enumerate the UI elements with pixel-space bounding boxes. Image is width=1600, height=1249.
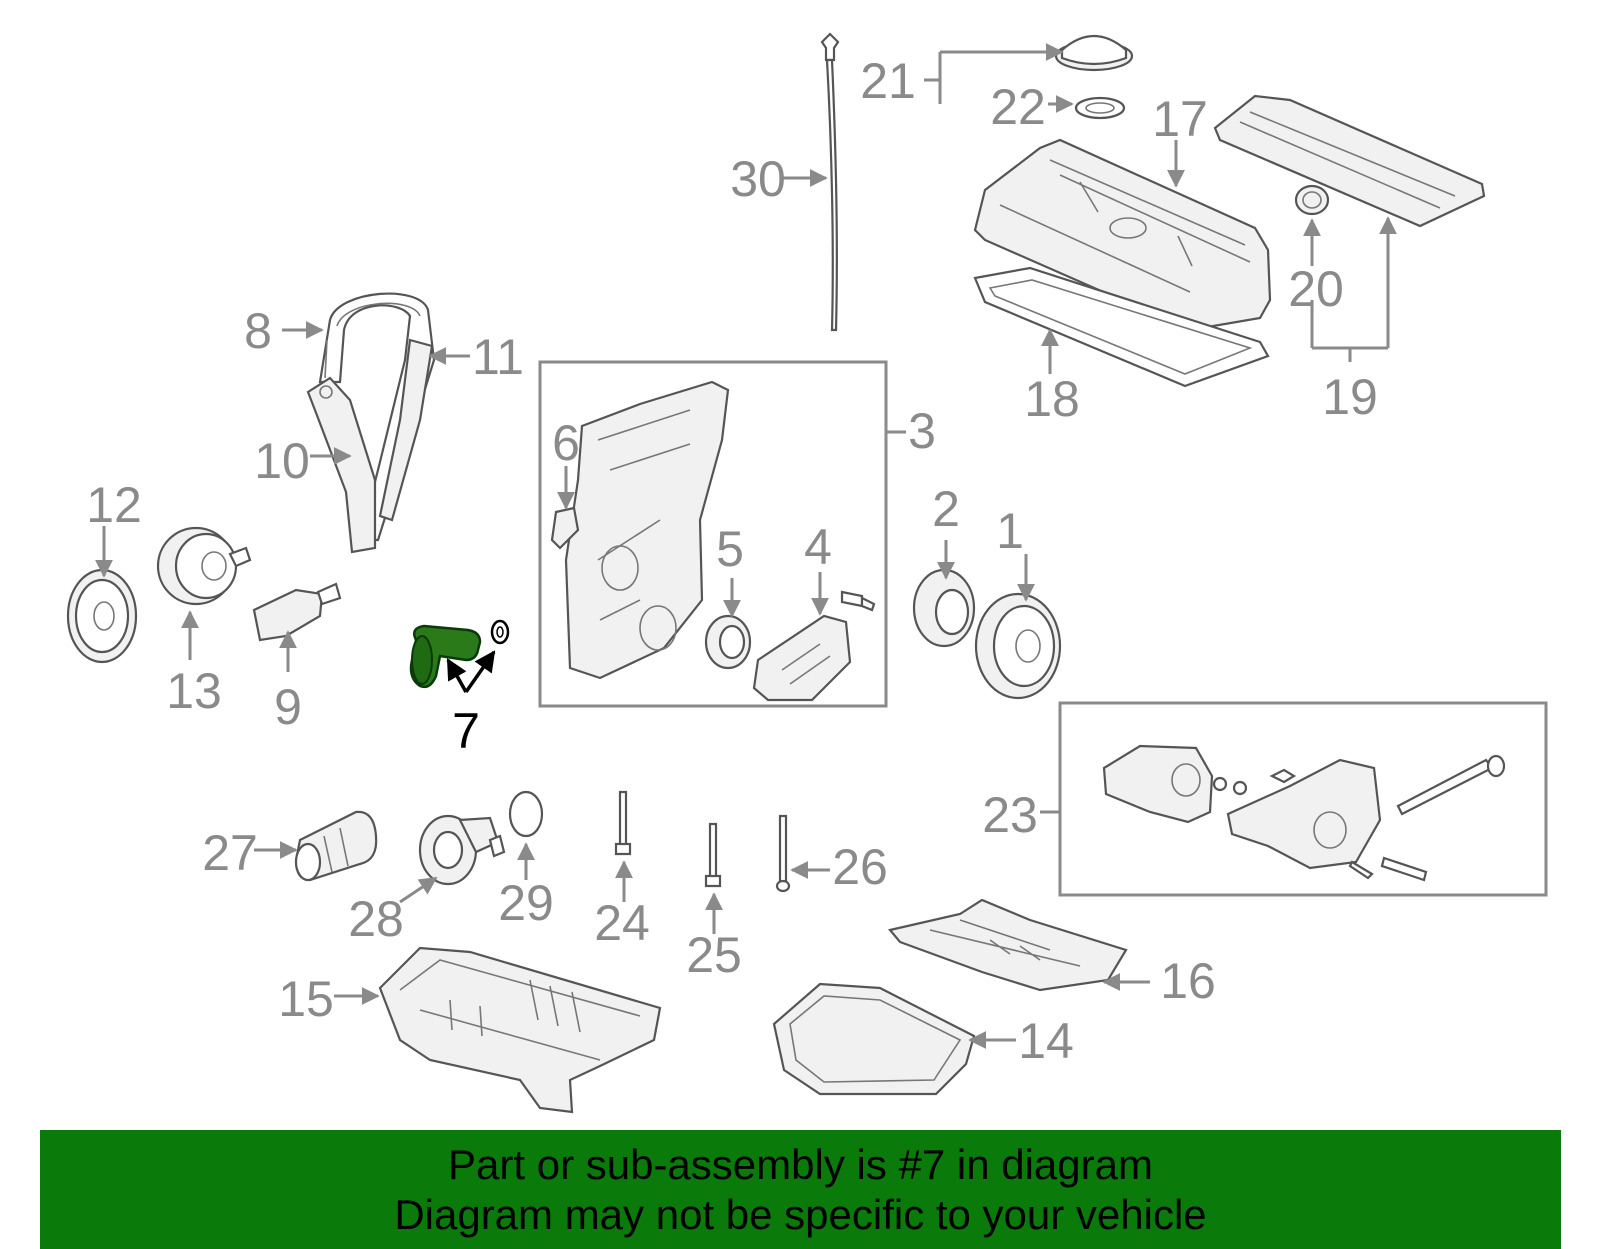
- callout-5: 5: [716, 521, 744, 577]
- callout-20: 20: [1288, 261, 1344, 317]
- callout-12: 12: [86, 477, 142, 533]
- callout-10: 10: [254, 433, 310, 489]
- part-16-baffle-plate: [888, 898, 1128, 992]
- callout-1: 1: [996, 503, 1024, 559]
- group-box-3: [538, 360, 888, 708]
- part-4-cover-plate: [752, 614, 852, 702]
- callout-29: 29: [498, 875, 554, 931]
- part-27-oil-filter: [294, 810, 378, 882]
- callout-3: 3: [908, 403, 936, 459]
- callout-13: 13: [166, 663, 222, 719]
- part-25-stud: [704, 822, 722, 888]
- part-14-lower-oil-pan: [772, 982, 976, 1096]
- part-13-vtc-actuator: [156, 526, 252, 606]
- callout-7: 7: [452, 703, 480, 759]
- callout-14: 14: [1018, 1013, 1074, 1069]
- part-5-oil-seal: [704, 614, 752, 670]
- part-12-cam-sprocket: [66, 568, 138, 664]
- part-15-upper-oil-pan: [378, 946, 662, 1114]
- callout-30: 30: [730, 151, 786, 207]
- callout-6: 6: [552, 415, 580, 471]
- callout-27: 27: [202, 825, 258, 881]
- part-2-crank-sprocket: [912, 568, 976, 648]
- callout-15: 15: [278, 971, 334, 1027]
- leader-21: [924, 52, 1062, 104]
- part-23-oil-pump-assembly: [1102, 744, 1506, 882]
- part-26-bolt: [775, 814, 791, 893]
- callout-26: 26: [832, 839, 888, 895]
- callout-4: 4: [804, 519, 832, 575]
- banner-line-1: Part or sub-assembly is #7 in diagram: [448, 1140, 1153, 1188]
- part-10-chain-guide: [306, 376, 377, 554]
- callout-28: 28: [348, 891, 404, 947]
- part-3-timing-chain-cover: [564, 380, 730, 680]
- part-11-chain-tensioner-arm: [378, 338, 434, 522]
- part-4-bolt: [840, 590, 876, 612]
- leader-7b: [464, 650, 496, 694]
- part-20-seal: [1294, 184, 1330, 216]
- part-21-oil-filler-cap: [1054, 35, 1134, 72]
- part-9-chain-tensioner: [252, 582, 342, 642]
- part-22-o-ring: [1074, 96, 1126, 120]
- callout-9: 9: [274, 679, 302, 735]
- leader-7: [446, 658, 468, 693]
- part-30-dipstick: [820, 32, 840, 332]
- callout-23: 23: [982, 787, 1038, 843]
- callout-2: 2: [932, 481, 960, 537]
- callout-18: 18: [1024, 371, 1080, 427]
- part-19-coil-cover: [1213, 94, 1486, 228]
- leader-28: [399, 876, 438, 904]
- leader-19: [1310, 218, 1388, 362]
- callout-24: 24: [594, 895, 650, 951]
- part-24-bolt: [614, 790, 632, 856]
- callout-25: 25: [686, 927, 742, 983]
- callout-17: 17: [1152, 91, 1208, 147]
- callout-22: 22: [990, 79, 1046, 135]
- callout-16: 16: [1160, 953, 1216, 1009]
- part-1-crank-pulley: [974, 592, 1062, 700]
- group-box-23: [1058, 701, 1548, 897]
- banner-line-2: Diagram may not be specific to your vehi…: [394, 1190, 1207, 1238]
- part-7-highlighted: [409, 619, 510, 689]
- callout-19: 19: [1322, 369, 1378, 425]
- info-banner: Part or sub-assembly is #7 in diagram Di…: [40, 1130, 1561, 1249]
- part-29-o-ring: [508, 790, 544, 838]
- part-18-head-cover-gasket: [973, 266, 1270, 388]
- part-28-filter-housing: [418, 814, 506, 886]
- callout-21: 21: [860, 53, 916, 109]
- callout-11: 11: [472, 329, 524, 385]
- callout-8: 8: [244, 303, 272, 359]
- part-17-head-cover: [973, 138, 1272, 332]
